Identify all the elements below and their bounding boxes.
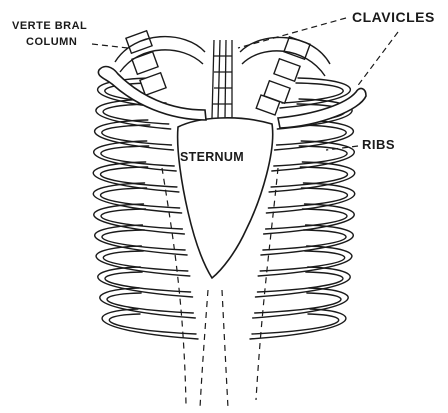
clavicles-label: CLAVICLES [352,9,435,25]
ribs-label: RIBS [362,137,395,152]
vertebral-column-label-line1: VERTE BRAL [12,20,87,32]
upper-spine [212,40,232,118]
vertebral-leader [92,44,128,48]
vertebra [140,73,166,96]
sternum [178,118,273,278]
vertebra [132,52,158,75]
vertebra [274,59,300,82]
sternum-label: STERNUM [180,150,244,164]
vertebral-column-label-line2: COLUMN [26,36,77,48]
clavicles-leader-right [356,32,398,88]
right-clavicle [278,89,366,128]
